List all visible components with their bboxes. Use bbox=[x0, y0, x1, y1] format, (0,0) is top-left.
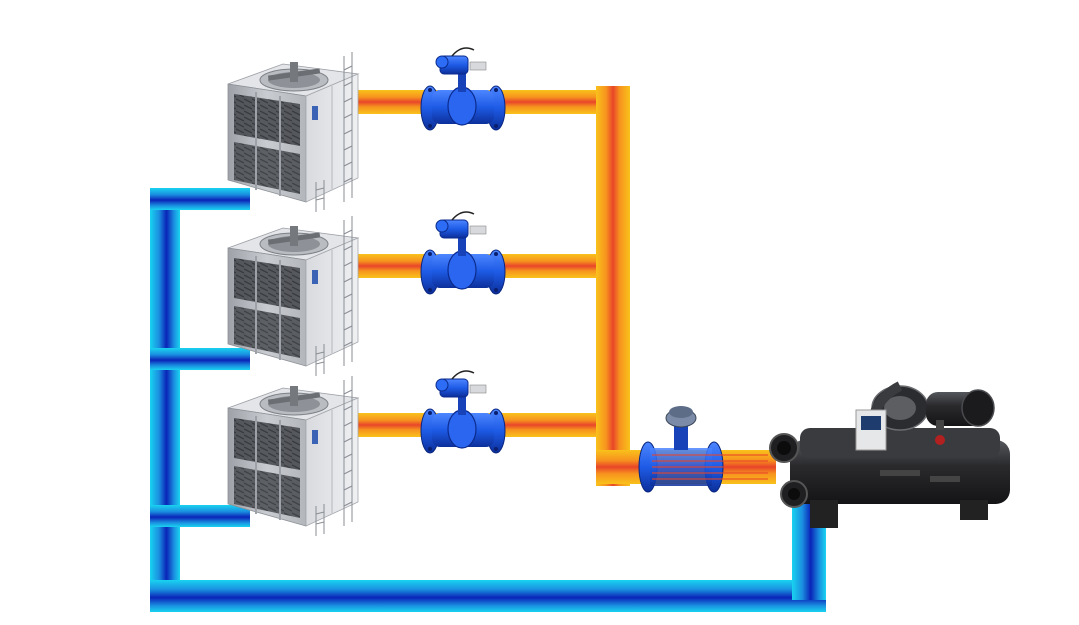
hot-pipe-main-vertical bbox=[596, 86, 630, 486]
cold-pipe-branch-3 bbox=[150, 505, 250, 527]
flow-meter bbox=[638, 406, 768, 493]
cold-return-piping bbox=[150, 188, 826, 612]
motorized-valve-1 bbox=[420, 47, 506, 131]
motorized-valve-2 bbox=[420, 211, 506, 295]
motorized-valve-3 bbox=[420, 370, 506, 454]
hot-supply-piping bbox=[350, 86, 776, 486]
cold-pipe-main-vertical bbox=[150, 188, 180, 598]
cold-pipe-branch-2 bbox=[150, 348, 250, 370]
cold-pipe-bottom-header bbox=[150, 580, 826, 612]
centrifugal-chiller bbox=[769, 381, 1010, 528]
cold-pipe-branch-1 bbox=[150, 188, 250, 210]
